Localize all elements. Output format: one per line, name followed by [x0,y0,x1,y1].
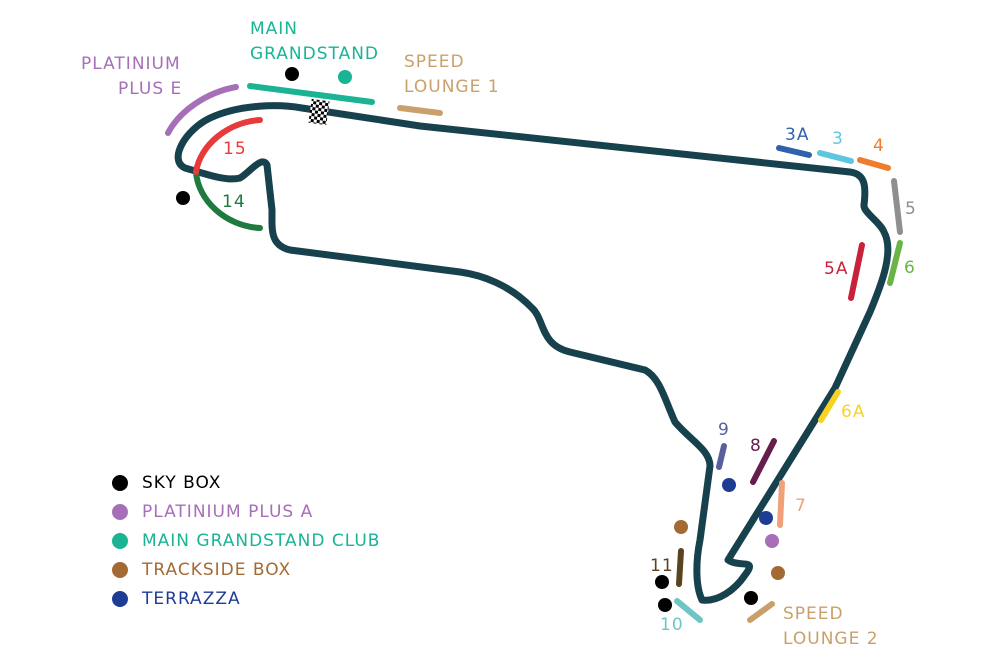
zone-5a-label: 5A [824,259,848,279]
zone-6-label: 6 [904,258,916,278]
zone-11-label: 11 [650,556,674,576]
zone-10-label: 10 [660,615,684,635]
legend-dot [112,503,128,520]
legend: SKY BOX PLATINIUM PLUS A MAIN GRANDSTAND… [112,468,380,613]
zone-5a-segment [848,242,865,301]
zone-4-segment [857,157,891,171]
speed-lounge-2-label-line2: LOUNGE 2 [783,629,879,649]
legend-label: PLATINIUM PLUS A [142,501,314,522]
platinium-plus-e-segment [165,84,239,136]
trackside-box-marker [771,566,785,580]
zone-9-segment [716,443,727,470]
zone-4-label: 4 [873,136,885,156]
legend-label: TERRAZZA [142,588,241,609]
speed-lounge-1-segment [397,105,443,116]
sky-box-marker [285,67,299,81]
zone-5-segment [891,178,903,235]
zone-7-segment [777,480,785,528]
main-grandstand-label-line2: GRANDSTAND [250,44,379,64]
speed-lounge-2-segment [747,601,775,623]
zone-9-label: 9 [718,420,730,440]
legend-label: MAIN GRANDSTAND CLUB [142,530,381,551]
zone-3-segment [817,150,854,164]
zone-14-segment [193,169,263,231]
zone-3a-label: 3A [785,125,809,145]
zone-3a-segment [776,145,812,158]
speed-lounge-2-label-line1: SPEED [783,604,844,624]
sky-box-marker [176,191,190,205]
zone-11-segment [676,548,684,587]
zone-15-segment [193,117,263,175]
legend-dot [112,532,128,549]
platinium-plus-a-marker [765,534,779,548]
zone-8-label: 8 [750,436,762,456]
legend-item-trackside-box: TRACKSIDE BOX [112,555,380,584]
terrazza-marker [722,478,736,492]
zone-8-segment [750,438,777,485]
zone-15-label: 15 [223,139,247,159]
start-finish-flag [308,98,330,126]
zone-7-label: 7 [795,496,807,516]
legend-item-sky-box: SKY BOX [112,468,380,497]
sky-box-marker [658,598,672,612]
legend-label: TRACKSIDE BOX [142,559,292,580]
terrazza-marker [759,511,773,525]
zone-6a-segment [818,389,841,423]
zone-6-segment [887,240,903,286]
main-grandstand-label-line1: MAIN [250,19,298,39]
sky-box-marker [744,591,758,605]
platinium-plus-e-label-line2: PLUS E [118,79,182,99]
track-path [174,102,892,604]
platinium-plus-e-label-line1: PLATINIUM [81,54,181,74]
zone-5-label: 5 [905,199,917,219]
legend-label: SKY BOX [142,472,222,493]
legend-dot [112,561,128,578]
zone-3-label: 3 [832,129,844,149]
zone-14-label: 14 [222,192,246,212]
zone-10-segment [674,598,703,623]
legend-item-terrazza: TERRAZZA [112,584,380,613]
main-grandstand-club-marker [338,70,352,84]
legend-dot [112,474,128,491]
sky-box-marker [655,575,669,589]
legend-item-platinium-plus-a: PLATINIUM PLUS A [112,497,380,526]
legend-dot [112,590,128,607]
trackside-box-marker [674,520,688,534]
main-grandstand-segment [247,83,375,105]
zone-6a-label: 6A [841,402,865,422]
speed-lounge-1-label-line1: SPEED [404,52,465,72]
speed-lounge-1-label-line2: LOUNGE 1 [404,77,500,97]
legend-item-main-grandstand-club: MAIN GRANDSTAND CLUB [112,526,380,555]
